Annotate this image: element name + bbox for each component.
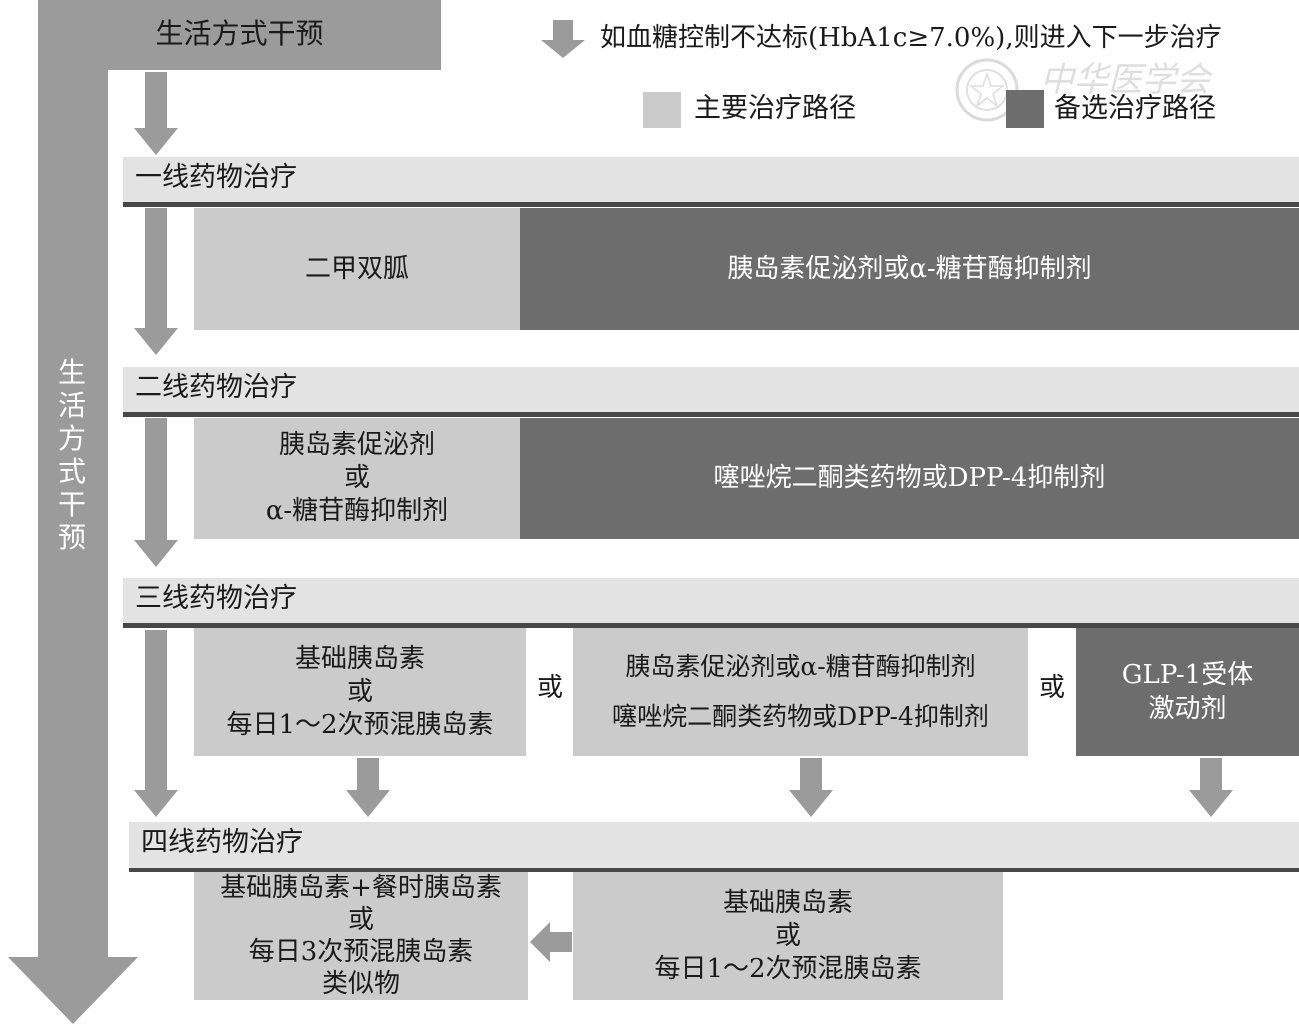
step-arrow-icon [134, 72, 178, 155]
second-line-primary-box: 胰岛素促泌剂 或 α-糖苷酶抑制剂 [194, 418, 520, 539]
second-line-alternative-box: 噻唑烷二酮类药物或DPP-4抑制剂 [520, 418, 1299, 539]
fourth-line-option-b-box: 基础胰岛素 或 每日1～2次预混胰岛素 [573, 872, 1003, 1000]
down-arrow-icon [789, 758, 833, 817]
third-line-option-b-box: 胰岛素促泌剂或α-糖苷酶抑制剂 噻唑烷二酮类药物或DPP-4抑制剂 [573, 628, 1028, 756]
legend-arrow-icon [541, 20, 585, 58]
step-arrow-icon [134, 630, 178, 817]
third-line-option-b-text: 噻唑烷二酮类药物或DPP-4抑制剂 [612, 702, 989, 731]
third-line-option-a-or-text: 或 [346, 676, 373, 707]
fourth-line-option-a-box: 基础胰岛素+餐时胰岛素 或 每日3次预混胰岛素 类似物 [194, 872, 528, 1000]
second-line-alternative-text: 噻唑烷二酮类药物或DPP-4抑制剂 [713, 463, 1106, 493]
fourth-line-header: 四线药物治疗 [129, 822, 1299, 872]
lifestyle-arrow-shape [8, 0, 441, 1024]
legend-note: 如血糖控制不达标(HbA1c≥7.0%),则进入下一步治疗 [600, 23, 1222, 53]
third-line-option-a-text: 每日1～2次预混胰岛素 [226, 709, 494, 740]
third-line-option-c-box: GLP-1受体 激动剂 [1076, 628, 1299, 756]
lifestyle-side-label: 生活方式干预 [57, 356, 86, 554]
third-line-option-a-text: 基础胰岛素 [294, 643, 425, 674]
third-line-option-c-text: GLP-1受体 [1121, 660, 1254, 690]
fourth-line-option-a-or-text: 或 [347, 905, 374, 935]
first-line-primary-box: 二甲双胍 [194, 208, 520, 330]
fourth-line-option-a-text: 类似物 [321, 969, 400, 999]
first-line-alternative-box: 胰岛素促泌剂或α-糖苷酶抑制剂 [520, 208, 1299, 330]
fourth-line-option-b-text: 每日1～2次预混胰岛素 [654, 953, 922, 984]
fourth-line-option-b-text: 基础胰岛素 [722, 887, 853, 918]
step-arrow-icon [134, 208, 178, 355]
first-line-header: 一线药物治疗 [123, 157, 1299, 207]
third-line-option-b-text: 胰岛素促泌剂或α-糖苷酶抑制剂 [625, 652, 976, 681]
third-line-or-2: 或 [1038, 673, 1065, 703]
lifestyle-top-label: 生活方式干预 [155, 17, 324, 50]
second-line-or-text: 或 [343, 463, 370, 493]
third-line-header: 三线药物治疗 [123, 578, 1299, 628]
fourth-line-option-b-or-text: 或 [774, 920, 801, 951]
third-line-option-a-box: 基础胰岛素 或 每日1～2次预混胰岛素 [194, 628, 526, 756]
down-arrow-icon [346, 758, 390, 817]
second-line-header: 二线药物治疗 [123, 367, 1299, 417]
second-line-primary-text: 胰岛素促泌剂 [278, 430, 435, 460]
legend-alternative-swatch [1006, 90, 1044, 128]
second-line-primary-text: α-糖苷酶抑制剂 [265, 496, 449, 526]
first-line-primary-text: 二甲双胍 [304, 253, 409, 284]
step-arrow-icon [134, 418, 178, 567]
watermark-text: 中华医学会 [1040, 60, 1210, 100]
legend-primary-swatch [643, 92, 681, 128]
fourth-line-option-a-text: 每日3次预混胰岛素 [248, 937, 474, 967]
down-arrow-icon [1189, 758, 1233, 817]
legend-alternative-label: 备选治疗路径 [1054, 93, 1216, 124]
fourth-line-option-a-text: 基础胰岛素+餐时胰岛素 [220, 873, 502, 903]
legend-primary-label: 主要治疗路径 [694, 93, 856, 124]
third-line-option-c-text: 激动剂 [1148, 694, 1227, 724]
first-line-alternative-text: 胰岛素促泌剂或α-糖苷酶抑制剂 [727, 253, 1092, 284]
third-line-or-1: 或 [536, 673, 563, 703]
left-arrow-icon [530, 922, 572, 962]
